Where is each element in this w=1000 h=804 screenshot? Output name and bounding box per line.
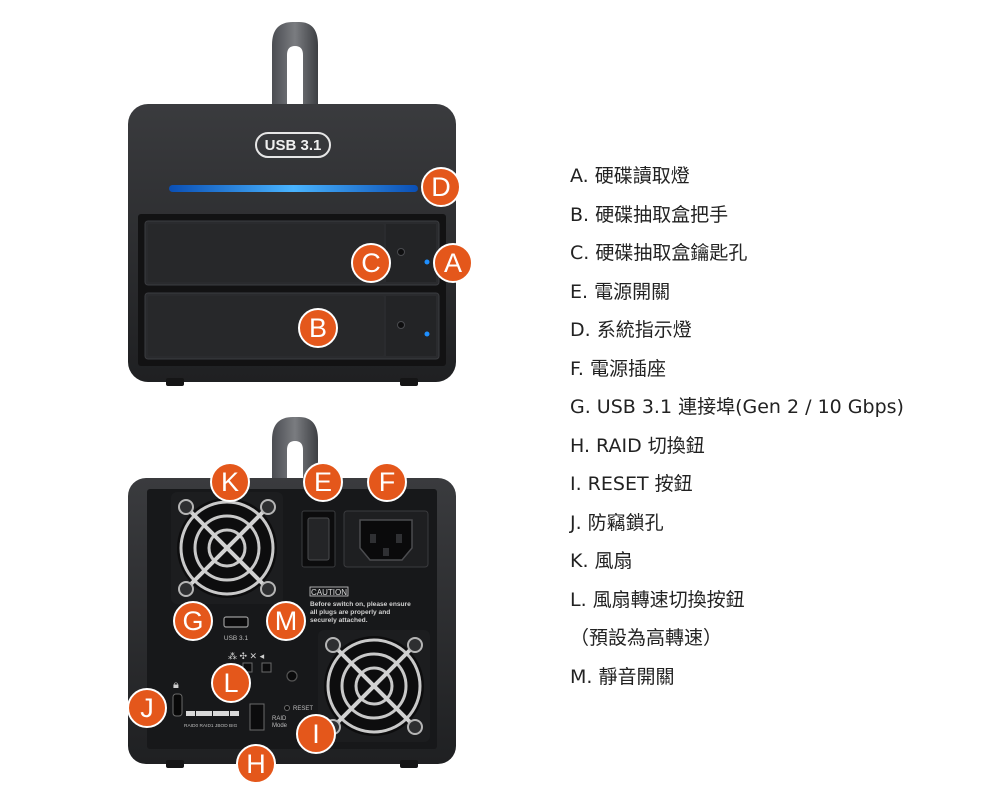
usb-port-label: USB 3.1 bbox=[224, 635, 249, 642]
fan-bottom bbox=[318, 630, 430, 742]
reset-label: RESET bbox=[293, 706, 313, 712]
marker-j: J bbox=[127, 688, 167, 728]
marker-f: F bbox=[367, 462, 407, 502]
legend-item-c: C. 硬碟抽取盒鑰匙孔 bbox=[570, 242, 748, 264]
marker-b: B bbox=[298, 308, 338, 348]
legend-item-a: A. 硬碟讀取燈 bbox=[570, 165, 690, 187]
marker-c: C bbox=[351, 243, 391, 283]
usb-badge-frame bbox=[255, 132, 331, 158]
power-socket-inlet bbox=[359, 519, 413, 561]
legend-item-l: L. 風扇轉速切換按鈕 bbox=[570, 588, 745, 611]
front-foot-right bbox=[400, 378, 418, 386]
legend-item-l-note: （預設為高轉速） bbox=[570, 627, 723, 649]
legend-item-b: B. 硬碟抽取盒把手 bbox=[570, 203, 729, 226]
drive-tray-1-led bbox=[424, 259, 430, 265]
marker-h: H bbox=[236, 744, 276, 784]
marker-d: D bbox=[421, 167, 461, 207]
legend-item-k: K. 風扇 bbox=[570, 550, 633, 572]
reset-button bbox=[284, 705, 290, 711]
legend-item-h: H. RAID 切換鈕 bbox=[570, 434, 705, 457]
marker-l: L bbox=[211, 663, 251, 703]
drive-tray-2-handle bbox=[148, 296, 384, 356]
marker-a: A bbox=[433, 243, 473, 283]
system-indicator-light bbox=[169, 185, 418, 192]
reset-hole bbox=[286, 670, 298, 682]
raid-mode-list: RAID0 RAID1 JBOD BIG bbox=[184, 723, 238, 729]
caution-label-box bbox=[309, 586, 349, 597]
marker-e: E bbox=[303, 462, 343, 502]
raid-mode-label-1: RAID bbox=[272, 716, 287, 722]
legend-item-f: F. 電源插座 bbox=[570, 357, 666, 380]
front-view: USB 3.1 bbox=[128, 22, 456, 386]
marker-i: I bbox=[296, 714, 336, 754]
caution-line-1: Before switch on, please ensure bbox=[310, 601, 411, 608]
legend-item-m: M. 靜音開關 bbox=[570, 665, 675, 688]
marker-k: K bbox=[210, 462, 250, 502]
drive-tray-1-lockpanel bbox=[386, 224, 436, 282]
legend-item-d: D. 系統指示燈 bbox=[570, 319, 692, 341]
raid-mode-label-2: Mode bbox=[272, 723, 288, 729]
marker-m: M bbox=[266, 601, 306, 641]
usb-port bbox=[223, 616, 249, 628]
legend-list: A. 硬碟讀取燈 B. 硬碟抽取盒把手 C. 硬碟抽取盒鑰匙孔 E. 電源開關 … bbox=[570, 160, 990, 699]
legend-item-i: I. RESET 按鈕 bbox=[570, 473, 693, 495]
usb-badge-text: USB 3.1 bbox=[265, 137, 322, 154]
legend-item-g: G. USB 3.1 連接埠(Gen 2 / 10 Gbps) bbox=[570, 396, 904, 418]
drive-tray-2-keyhole bbox=[397, 321, 405, 329]
rear-foot-right bbox=[400, 760, 418, 768]
mute-button bbox=[261, 662, 272, 673]
rear-view: CAUTION Before switch on, please ensure … bbox=[128, 417, 456, 768]
lock-slot-icon: 🔒︎ bbox=[173, 679, 179, 691]
caution-line-3: securely attached. bbox=[310, 617, 368, 624]
carry-handle bbox=[272, 22, 318, 105]
rear-foot-left bbox=[166, 760, 184, 768]
fan-speed-icons: ⁂ ✣ ✕ ◂ bbox=[228, 651, 265, 661]
raid-switch bbox=[249, 703, 265, 731]
drive-tray-2-led bbox=[424, 331, 430, 337]
caution-line-2: all plugs are properly and bbox=[310, 609, 390, 616]
raid-mode-indicators bbox=[186, 711, 239, 716]
drive-tray-1-handle bbox=[148, 224, 384, 282]
lock-slot bbox=[172, 693, 183, 717]
caution-title: CAUTION bbox=[311, 588, 347, 597]
drive-tray-2-lockpanel bbox=[386, 296, 436, 356]
fan-top bbox=[171, 492, 283, 604]
legend-item-e: E. 電源開關 bbox=[570, 280, 671, 303]
marker-g: G bbox=[173, 601, 213, 641]
drive-tray-1-keyhole bbox=[397, 248, 405, 256]
legend-item-j: J. 防竊鎖孔 bbox=[570, 511, 664, 534]
front-foot-left bbox=[166, 378, 184, 386]
power-switch-rocker bbox=[307, 517, 330, 561]
